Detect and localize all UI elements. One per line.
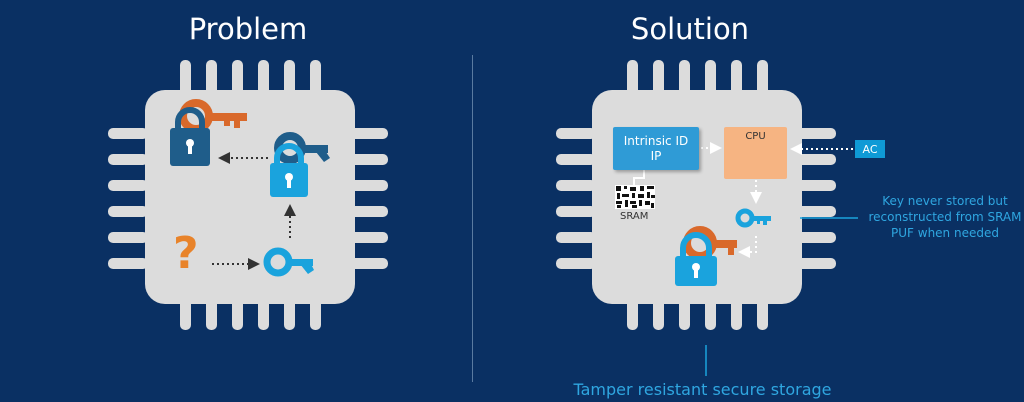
ac-label: AC xyxy=(862,142,878,156)
key-icon xyxy=(735,208,771,228)
cpu-label: CPU xyxy=(745,131,766,142)
key-note-line: reconstructed from SRAM xyxy=(868,210,1022,224)
arrow-key-to-lock xyxy=(738,236,757,258)
sram-pattern-icon xyxy=(615,185,655,209)
intrinsic-id-label: Intrinsic ID xyxy=(623,133,689,148)
section-divider xyxy=(472,55,473,382)
ip-to-sram-connector xyxy=(633,170,645,185)
lock-dark-key-icon xyxy=(270,132,330,197)
key-note-line: Key never stored but xyxy=(882,194,1008,208)
key-note-line: PUF when needed xyxy=(891,226,999,240)
intrinsic-ip-label: IP xyxy=(650,148,662,163)
caption: Tamper resistant secure storage xyxy=(573,380,832,399)
problem-title: Problem xyxy=(188,12,308,46)
solution-title: Solution xyxy=(630,12,750,46)
ac-box: AC xyxy=(855,140,885,158)
key-note: Key never stored but reconstructed from … xyxy=(860,193,1024,241)
cpu-box: CPU xyxy=(724,127,787,179)
sram-label: SRAM xyxy=(620,211,649,222)
key-icon xyxy=(263,247,314,277)
solution-chip xyxy=(556,60,836,330)
secure-lock-icon xyxy=(675,226,737,286)
question-mark-icon: ? xyxy=(173,228,199,279)
intrinsic-id-ip-box: Intrinsic ID IP xyxy=(613,127,699,170)
problem-chip xyxy=(108,60,388,330)
lock-orange-key-icon xyxy=(170,99,247,166)
